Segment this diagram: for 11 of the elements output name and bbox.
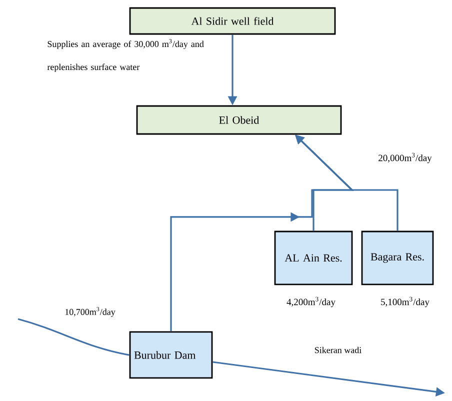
flow-label: 5,100m$^{3}$/day — [381, 296, 430, 308]
reservoir-box: Bagara Res. — [361, 230, 434, 286]
edge-label: Supplies an average of 30,000 m$^{3}$/day and replenishes surface water — [47, 39, 204, 72]
reservoir-box: AL Ain Res. — [274, 230, 353, 286]
place-box: Al Sidir well field — [129, 7, 336, 35]
flow-label: 20,000m$^{3}$/day — [378, 152, 432, 164]
place-box: El Obeid — [136, 105, 342, 135]
edge-label: Sikeran wadi — [314, 346, 362, 354]
reservoir-box: Burubur Dam — [129, 331, 213, 379]
edge-label: 10,700m$^{3}$/day — [65, 307, 116, 317]
flow-label: 4,200m$^{3}$/day — [286, 296, 336, 308]
